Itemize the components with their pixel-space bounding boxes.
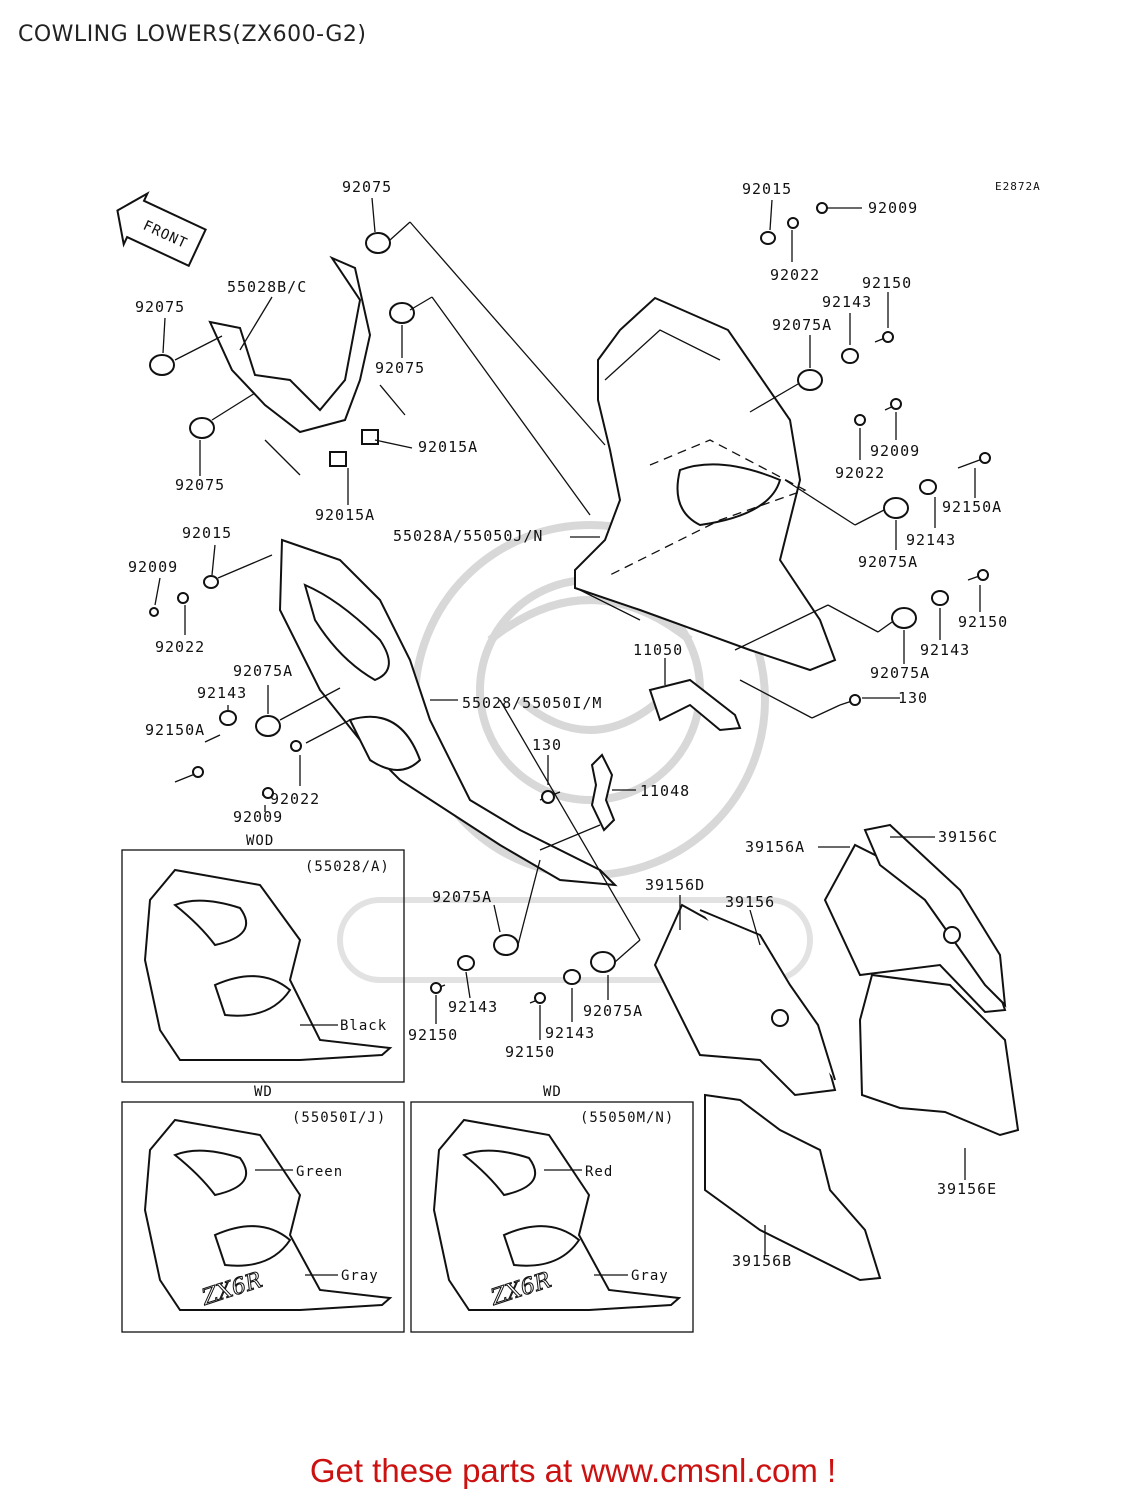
label-92015a-a: 92015A bbox=[418, 438, 478, 456]
bracket-11048 bbox=[590, 753, 616, 832]
label-92150-bottom: 92150 bbox=[408, 1026, 458, 1044]
label-92022-low: 92022 bbox=[270, 790, 320, 808]
color-gray-label-2: Gray bbox=[631, 1268, 669, 1284]
label-92150-right2: 92150 bbox=[958, 613, 1008, 631]
label-92143-left: 92143 bbox=[197, 684, 247, 702]
label-92150-bottom2: 92150 bbox=[505, 1043, 555, 1061]
label-92022-top: 92022 bbox=[770, 266, 820, 284]
label-39156e: 39156E bbox=[937, 1180, 997, 1198]
page-title: COWLING LOWERS(ZX600-G2) bbox=[18, 22, 367, 47]
label-92143-bottom2: 92143 bbox=[545, 1024, 595, 1042]
dashed-guides bbox=[609, 439, 807, 576]
label-92009-top: 92009 bbox=[868, 199, 918, 217]
color-green-label: Green bbox=[296, 1164, 343, 1180]
label-92075a-top: 92075A bbox=[772, 316, 832, 334]
label-92075-low: 92075 bbox=[175, 476, 225, 494]
variant-box-wod bbox=[121, 849, 405, 1083]
variant-header-wd-2: WD bbox=[543, 1084, 562, 1100]
label-92150a-right: 92150A bbox=[942, 498, 1002, 516]
label-39156a: 39156A bbox=[745, 838, 805, 856]
label-55028-55050i-m: 55028/55050I/M bbox=[462, 694, 602, 712]
seal-strips bbox=[653, 823, 1020, 1282]
label-11048: 11048 bbox=[640, 782, 690, 800]
label-92075a-right2: 92075A bbox=[870, 664, 930, 682]
label-11050: 11050 bbox=[633, 641, 683, 659]
hardware-grommets bbox=[149, 232, 917, 973]
color-black-label: Black bbox=[340, 1018, 387, 1034]
label-55028b-c: 55028B/C bbox=[227, 278, 307, 296]
variant-box-wd-red bbox=[410, 1101, 694, 1333]
label-92075-left: 92075 bbox=[135, 298, 185, 316]
label-92015-left: 92015 bbox=[182, 524, 232, 542]
label-92075a-bottom2: 92075A bbox=[583, 1002, 643, 1020]
variant-code-55050i-j: (55050I/J) bbox=[292, 1110, 386, 1126]
label-92075a-bottom: 92075A bbox=[432, 888, 492, 906]
label-92143-top: 92143 bbox=[822, 293, 872, 311]
variant-code-55028a: (55028/A) bbox=[305, 859, 390, 875]
right-cowling-part bbox=[574, 296, 837, 672]
label-39156: 39156 bbox=[725, 893, 775, 911]
diagram-code: E2872A bbox=[995, 180, 1041, 193]
label-92009-left: 92009 bbox=[128, 558, 178, 576]
label-92075-top: 92075 bbox=[342, 178, 392, 196]
hardware-collars bbox=[203, 231, 949, 985]
label-130-mid: 130 bbox=[532, 736, 562, 754]
variant-header-wod: WOD bbox=[246, 833, 274, 849]
label-92143-right2: 92143 bbox=[920, 641, 970, 659]
label-39156c: 39156C bbox=[938, 828, 998, 846]
color-red-label: Red bbox=[585, 1164, 613, 1180]
label-92015a-b: 92015A bbox=[315, 506, 375, 524]
label-92143-bottom: 92143 bbox=[448, 998, 498, 1016]
label-92150-top: 92150 bbox=[862, 274, 912, 292]
part-labels: 92075 55028B/C 92075 92075 92075 92015A … bbox=[128, 178, 1008, 1270]
label-55028a-55050j-n: 55028A/55050J/N bbox=[393, 527, 543, 545]
label-39156b: 39156B bbox=[732, 1252, 792, 1270]
label-92143-right: 92143 bbox=[906, 531, 956, 549]
inner-cover-part bbox=[208, 255, 406, 476]
label-92075a-left: 92075A bbox=[233, 662, 293, 680]
label-92022-left: 92022 bbox=[155, 638, 205, 656]
footer-link[interactable]: Get these parts at www.cmsnl.com ! bbox=[309, 1452, 837, 1489]
variant-code-55050m-n: (55050M/N) bbox=[580, 1110, 674, 1126]
label-130-right: 130 bbox=[898, 689, 928, 707]
leader-lines bbox=[154, 197, 981, 1040]
front-arrow-icon: FRONT bbox=[116, 191, 207, 268]
bracket-11050 bbox=[648, 678, 742, 732]
label-92022-right: 92022 bbox=[835, 464, 885, 482]
label-92075-mid: 92075 bbox=[375, 359, 425, 377]
label-92009-right: 92009 bbox=[870, 442, 920, 460]
label-92015-top: 92015 bbox=[742, 180, 792, 198]
label-92150a-left: 92150A bbox=[145, 721, 205, 739]
color-gray-label-1: Gray bbox=[341, 1268, 379, 1284]
seal-leaders bbox=[679, 836, 966, 1255]
variant-header-wd-1: WD bbox=[254, 1084, 273, 1100]
left-cowling-part bbox=[278, 538, 618, 887]
hardware-washers bbox=[177, 217, 866, 752]
label-39156d: 39156D bbox=[645, 876, 705, 894]
label-92075a-right: 92075A bbox=[858, 553, 918, 571]
hardware-screws bbox=[149, 202, 991, 1004]
label-92009-low: 92009 bbox=[233, 808, 283, 826]
variant-box-wd-green bbox=[121, 1101, 405, 1333]
